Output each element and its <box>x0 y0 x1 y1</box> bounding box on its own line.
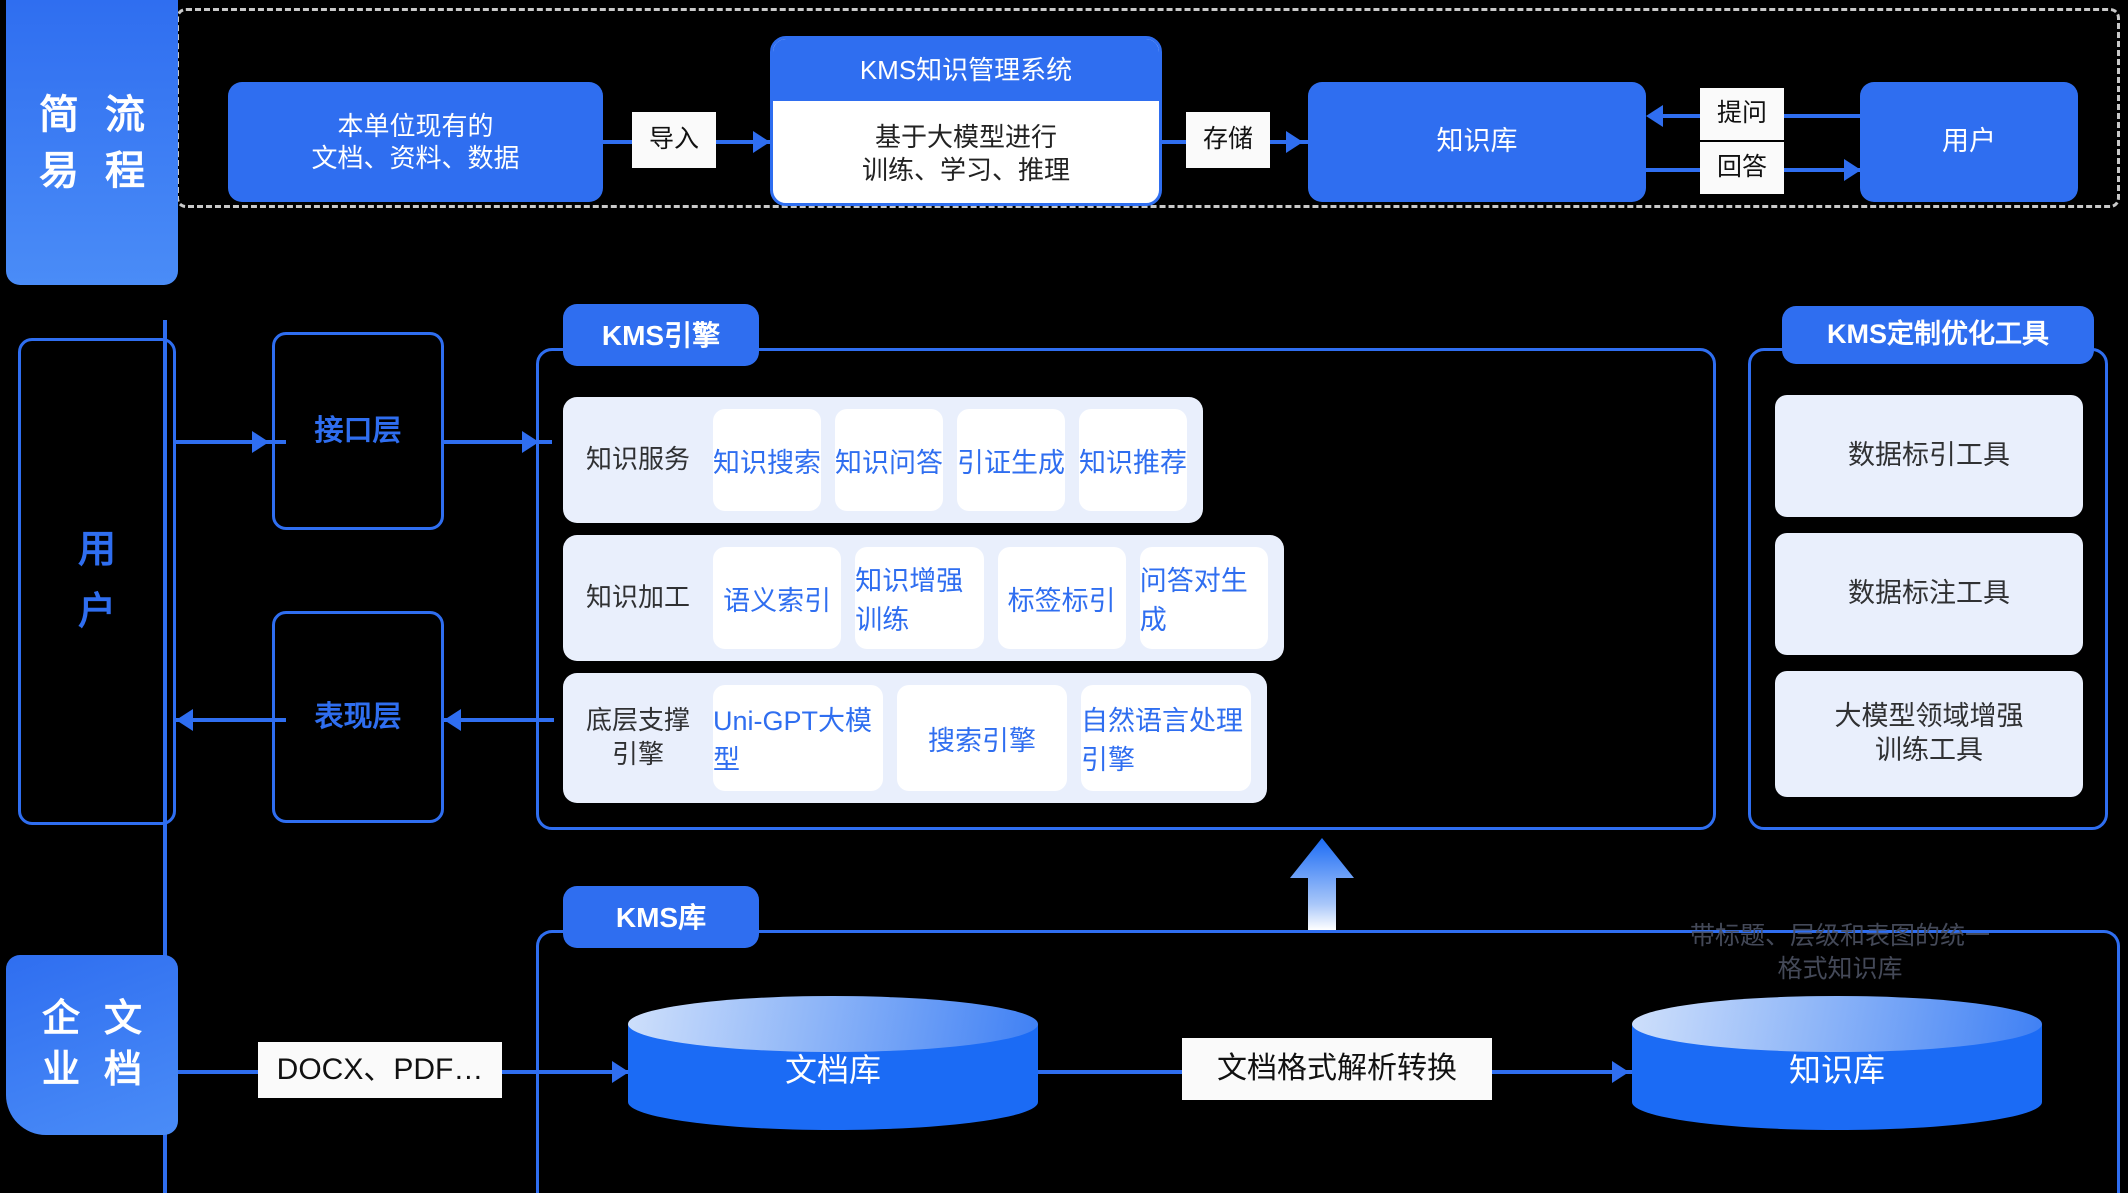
source-line-2: 文档、资料、数据 <box>311 143 520 173</box>
kms-body-line-1: 基于大模型进行 <box>874 122 1057 152</box>
row-label-foundation: 底层支撑 引擎 <box>585 705 690 769</box>
presentation-to-user-line <box>176 718 286 722</box>
side-tag-char: 易 <box>39 148 79 193</box>
engine-card[interactable]: 知识问答 <box>835 409 943 511</box>
edge-label-import: 导入 <box>632 112 716 168</box>
knowledge-store-label: 知识库 <box>1788 1052 1885 1089</box>
kms-engine-container: 知识服务 知识搜索 知识问答 引证生成 知识推荐 知识加工 语义索引 知识增强训… <box>536 348 1716 830</box>
engine-to-presentation-arrow <box>444 709 461 731</box>
answer-arrow-head <box>1844 159 1861 181</box>
kms-library-container <box>536 930 2120 1193</box>
kms-card-header: KMS知识管理系统 <box>773 39 1159 101</box>
kms-tools-tab[interactable]: KMS定制优化工具 <box>1782 306 2094 364</box>
store-arrow-head <box>1286 131 1303 153</box>
flow-section-side-tag: 简 流 易 程 <box>6 0 178 285</box>
engine-card[interactable]: 知识搜索 <box>713 409 821 511</box>
engine-card[interactable]: 知识增强训练 <box>855 547 984 649</box>
source-documents-box[interactable]: 本单位现有的 文档、资料、数据 <box>228 82 603 202</box>
user-box-arch[interactable]: 用 户 <box>18 338 176 825</box>
engine-card[interactable]: 搜索引擎 <box>897 685 1067 791</box>
row-label-services: 知识服务 <box>585 444 690 475</box>
side-tag-char: 流 <box>105 92 145 137</box>
user-to-interface-line <box>176 440 286 444</box>
engine-card[interactable]: 问答对生成 <box>1139 547 1268 649</box>
row-label-processing: 知识加工 <box>585 582 690 613</box>
convert-arrow <box>1612 1061 1629 1083</box>
interface-layer-box[interactable]: 接口层 <box>272 332 444 530</box>
knowledge-base-box-top[interactable]: 知识库 <box>1308 82 1646 202</box>
source-line-1: 本单位现有的 <box>337 110 494 141</box>
ent-tag-char: 档 <box>104 1049 143 1091</box>
edge-label-ask: 提问 <box>1700 88 1784 140</box>
side-tag-char: 简 <box>39 92 79 137</box>
engine-row-services: 知识服务 知识搜索 知识问答 引证生成 知识推荐 <box>563 397 1203 523</box>
side-tag-char: 程 <box>105 148 145 193</box>
cylinder-top <box>1632 996 2042 1052</box>
interface-to-engine-arrow <box>522 431 539 453</box>
kms-library-tab[interactable]: KMS库 <box>563 886 759 948</box>
interface-to-engine-line <box>444 440 552 444</box>
kms-system-card[interactable]: KMS知识管理系统 基于大模型进行 训练、学习、推理 <box>770 36 1162 206</box>
engine-card[interactable]: Uni-GPT大模型 <box>713 685 883 791</box>
engine-to-presentation-line <box>444 718 554 722</box>
engine-card[interactable]: 引证生成 <box>957 409 1065 511</box>
engine-row-foundation: 底层支撑 引擎 Uni-GPT大模型 搜索引擎 自然语言处理引擎 <box>563 673 1268 803</box>
kms-card-body: 基于大模型进行 训练、学习、推理 <box>773 101 1159 203</box>
engine-card[interactable]: 标签标引 <box>997 547 1126 649</box>
edge-label-answer: 回答 <box>1700 142 1784 194</box>
presentation-to-user-arrow <box>176 709 193 731</box>
tool-card[interactable]: 数据标引工具 <box>1775 395 2083 517</box>
format-label: DOCX、PDF… <box>258 1042 502 1098</box>
document-store-cylinder[interactable]: 文档库 <box>628 996 1038 1130</box>
engine-card[interactable]: 知识推荐 <box>1079 409 1187 511</box>
ask-arrow-head <box>1646 105 1663 127</box>
enterprise-docs-side-tag: 企 文 业 档 <box>6 955 178 1135</box>
ent-tag-char: 业 <box>41 1049 80 1091</box>
kms-engine-tab[interactable]: KMS引擎 <box>563 304 759 366</box>
edge-label-store: 存储 <box>1186 112 1270 168</box>
user-char: 户 <box>77 590 116 633</box>
import-arrow-head <box>753 131 770 153</box>
tool-card[interactable]: 大模型领域增强 训练工具 <box>1775 671 2083 797</box>
ent-tag-char: 文 <box>104 997 143 1040</box>
kms-body-line-2: 训练、学习、推理 <box>861 154 1070 185</box>
docs-to-store-arrow <box>612 1061 629 1083</box>
user-to-interface-arrow <box>252 431 269 453</box>
knowledge-store-annotation: 带标题、层级和表图的统一 格式知识库 <box>1689 922 1990 983</box>
left-vertical-bus <box>163 320 167 1193</box>
cylinder-top <box>628 996 1038 1052</box>
engine-card[interactable]: 自然语言处理引擎 <box>1081 685 1251 791</box>
knowledge-store-cylinder[interactable]: 知识库 <box>1632 996 2042 1130</box>
tool-card[interactable]: 数据标注工具 <box>1775 533 2083 655</box>
user-box-top[interactable]: 用户 <box>1860 82 2078 202</box>
user-char: 用 <box>77 529 116 571</box>
convert-label: 文档格式解析转换 <box>1182 1038 1492 1100</box>
document-store-label: 文档库 <box>784 1052 881 1089</box>
engine-row-processing: 知识加工 语义索引 知识增强训练 标签标引 问答对生成 <box>563 535 1284 661</box>
presentation-layer-box[interactable]: 表现层 <box>272 611 444 823</box>
upward-flow-arrow <box>1290 838 1354 930</box>
engine-card[interactable]: 语义索引 <box>713 547 842 649</box>
ent-tag-char: 企 <box>41 997 80 1040</box>
kms-tools-container: 数据标引工具 数据标注工具 大模型领域增强 训练工具 <box>1748 348 2108 830</box>
